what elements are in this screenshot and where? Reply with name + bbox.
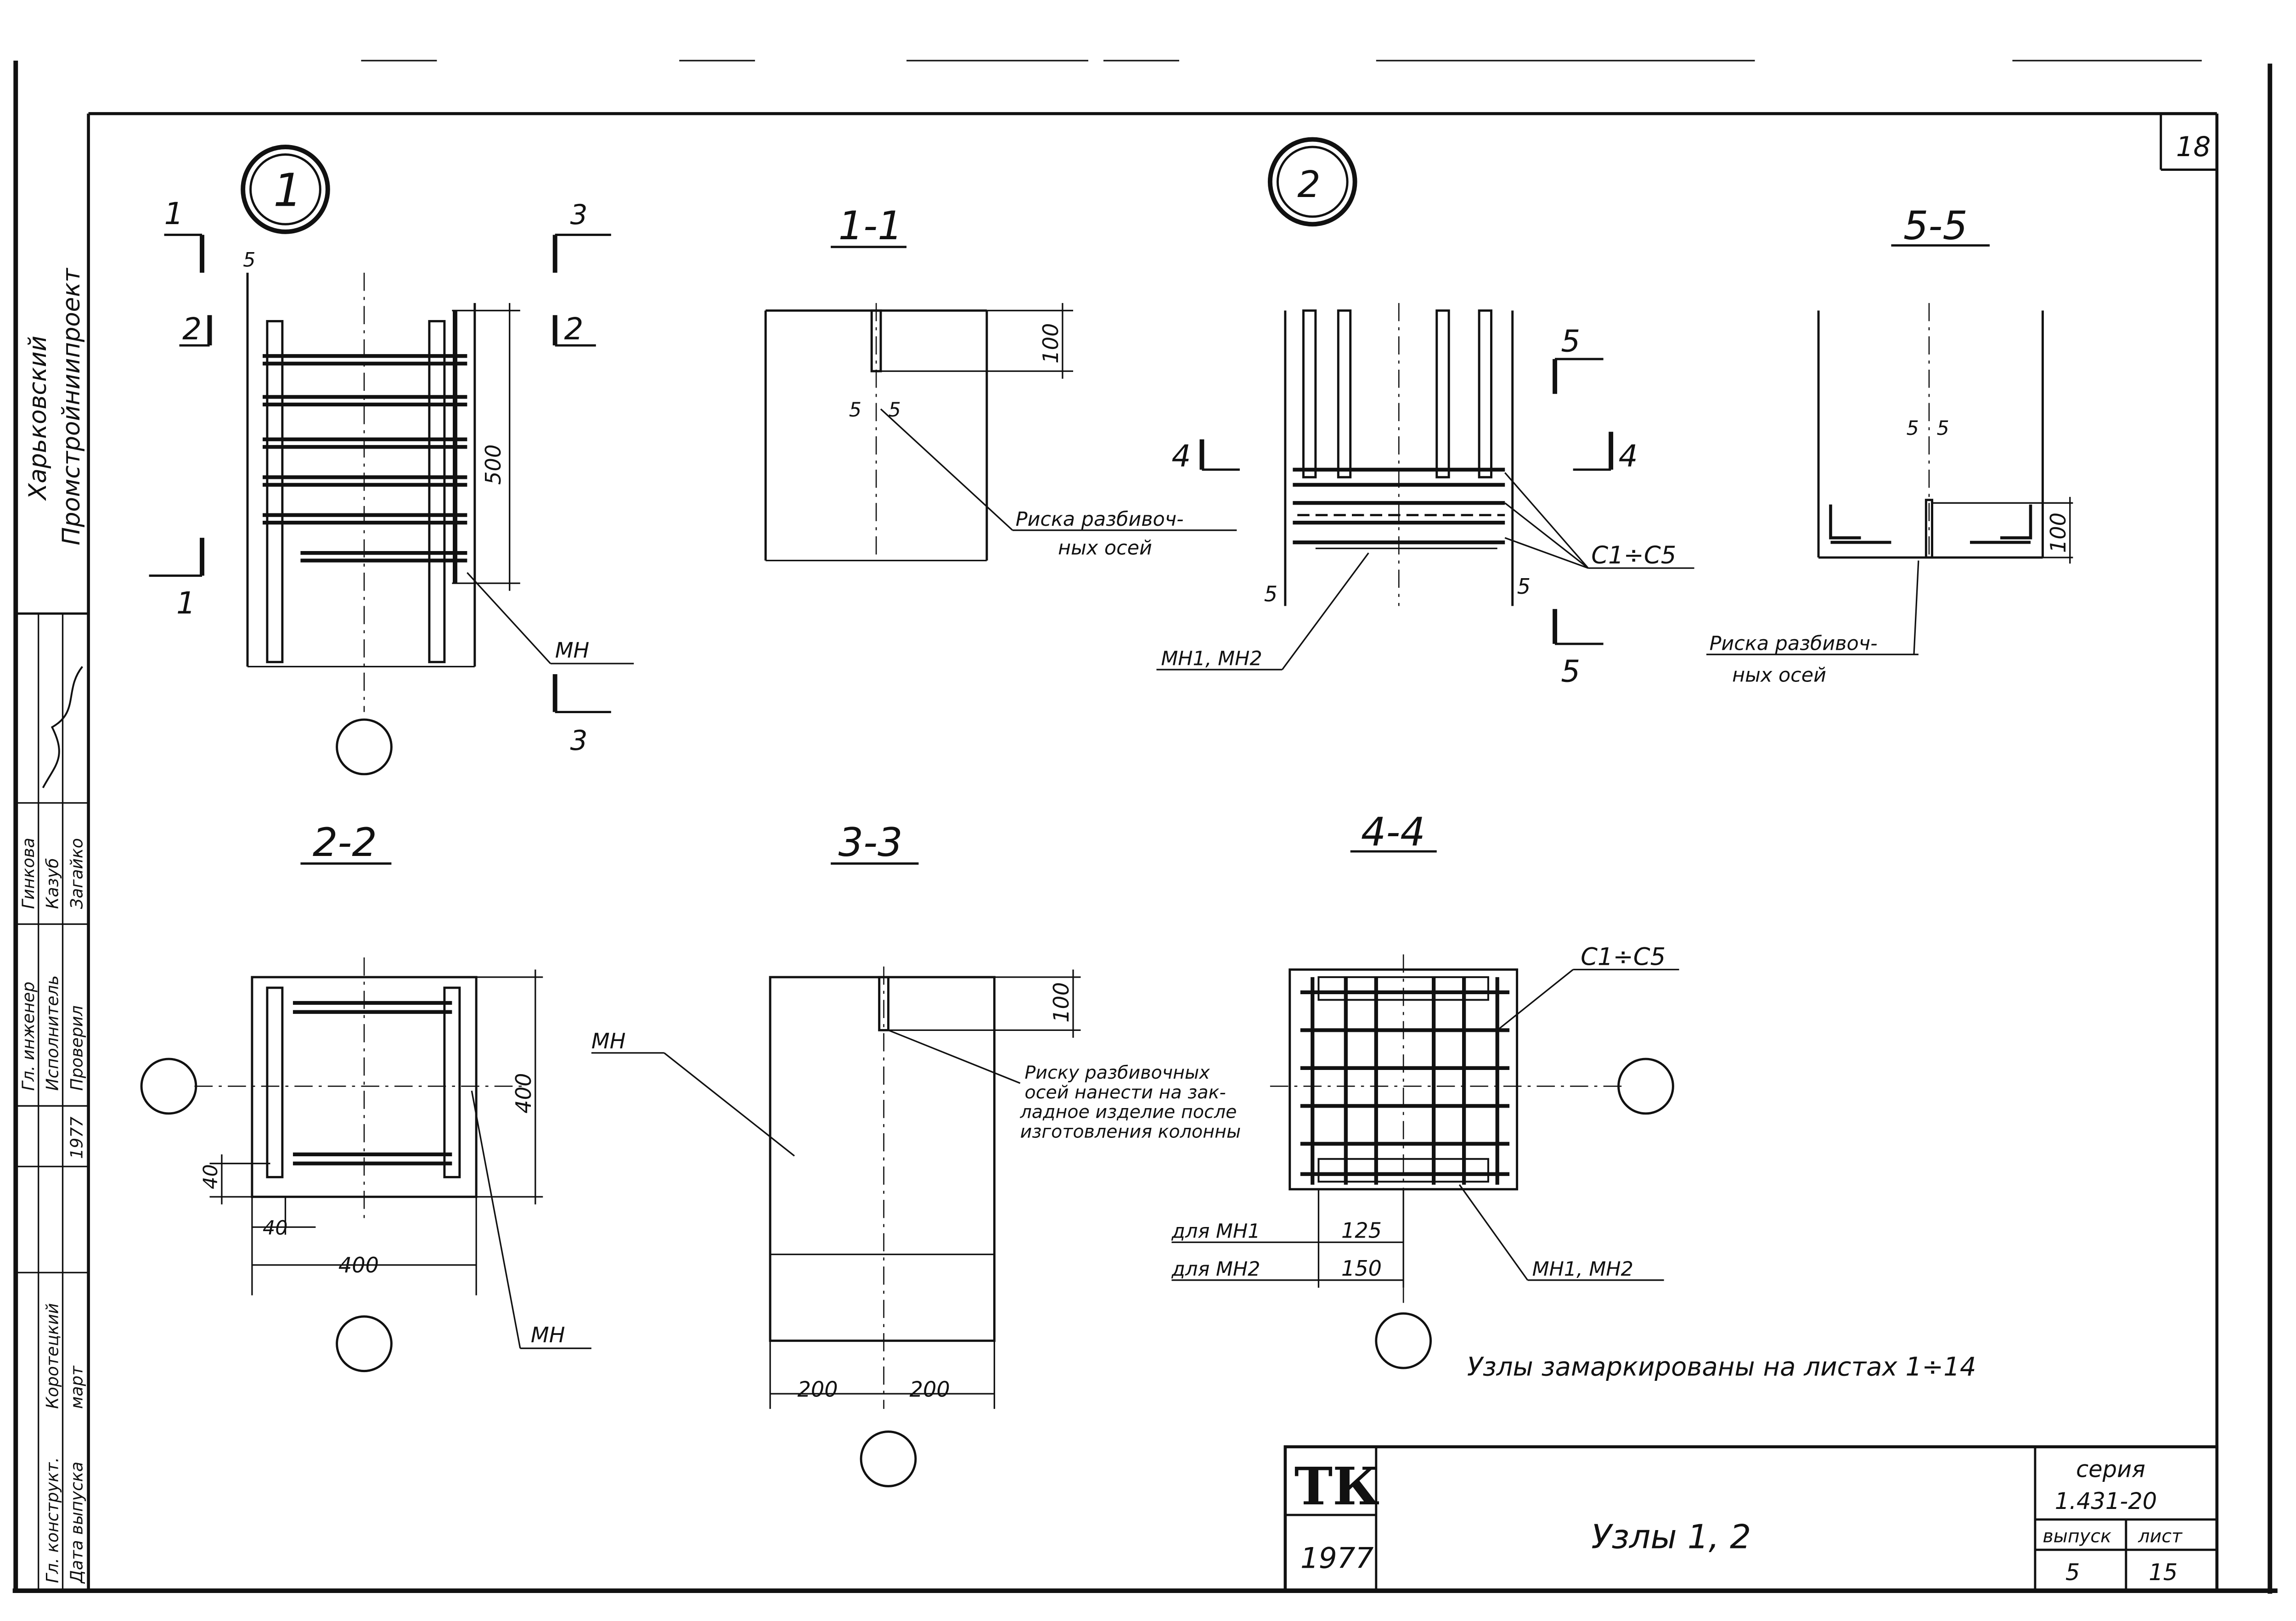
dim-500: 500	[481, 445, 506, 485]
stamp-role-date: Дата выпуска	[67, 1462, 86, 1584]
cut-1-bottom: 1	[176, 585, 196, 621]
stamp-role-chief: Гл. инженер	[18, 982, 38, 1091]
risk-axes5-label-l2: ных осей	[1732, 664, 1826, 687]
section-5-5-title: 5-5	[1903, 203, 1968, 249]
series-value: 1.431-20	[2055, 1488, 2157, 1514]
cut-3-bottom: 3	[570, 725, 588, 757]
section-3-3-title: 3-3	[838, 820, 903, 866]
issue-value: 5	[2065, 1559, 2080, 1586]
stamp-name-executor: Казуб	[43, 858, 62, 909]
dim-100-s33: 100	[1049, 982, 1074, 1023]
label-for-mn1: для МН1	[1171, 1220, 1260, 1243]
dim-100-s55: 100	[2046, 512, 2071, 553]
risk-axes5-label-l1: Риска разбивоч-	[1710, 632, 1878, 655]
risk-note-l1: Риску разбивочных	[1024, 1062, 1210, 1083]
dim-5-s55a: 5	[1906, 417, 1919, 440]
page-number: 18	[2176, 131, 2211, 163]
stamp-role-designer: Гл. конструкт.	[43, 1457, 62, 1583]
cut-3-top: 3	[570, 199, 588, 231]
cut-2-right: 2	[564, 311, 583, 347]
sheet-label: лист	[2138, 1525, 2183, 1547]
risk-note-l3: ладное изделие после	[1020, 1102, 1237, 1123]
logo-tk: ТК	[1294, 1457, 1380, 1517]
issue-label: выпуск	[2043, 1525, 2111, 1547]
node-2-view: 2 5 5 4 4 5 5	[1156, 137, 1694, 689]
page-number-box: 18	[2160, 113, 2217, 171]
sheet-title: Узлы 1, 2	[1591, 1518, 1751, 1557]
label-mn12-s44: МН1, МН2	[1532, 1258, 1633, 1281]
dim-100-s11: 100	[1038, 323, 1063, 364]
dim-5-s11a: 5	[849, 399, 861, 422]
stamp-signature	[42, 666, 83, 788]
stamp-org-line1: Харьковский	[24, 336, 52, 501]
label-for-mn2: для МН2	[1171, 1258, 1260, 1281]
cut-1-top: 1	[164, 196, 184, 231]
dim-5-node2a: 5	[1264, 582, 1277, 607]
stamp-name-checker: Загайко	[67, 838, 86, 909]
section-5-5: 5-5 100 5 5 Риска разбивоч- ных осей	[1706, 203, 2073, 687]
node-1-label: 1	[273, 164, 302, 217]
cut-4-left: 4	[1171, 439, 1191, 474]
section-2-2-title: 2-2	[313, 820, 377, 866]
label-mn-node1: МН	[555, 638, 590, 663]
section-4-4: 4-4 С1÷С5 МН1, МН2	[1171, 809, 1679, 1369]
section-1-1-title: 1-1	[838, 203, 903, 249]
risk-axes-label-l1: Риска разбивоч-	[1016, 508, 1184, 531]
label-mn-s33: МН	[591, 1029, 626, 1053]
general-note: Узлы замаркированы на листах 1÷14	[1467, 1352, 1976, 1382]
label-mn12-node2: МН1, МН2	[1161, 647, 1262, 670]
node-1-view: 1 500 5 1 1 2	[149, 145, 634, 776]
dim-200-right: 200	[910, 1377, 950, 1402]
label-c1-c5-s44: С1÷С5	[1581, 943, 1666, 971]
stamp-role-executor: Исполнитель	[43, 975, 62, 1091]
dim-5-node2b: 5	[1517, 574, 1531, 599]
sheet-value: 15	[2149, 1559, 2178, 1586]
section-2-2: 2-2 400 400 40 40 МН	[140, 820, 591, 1373]
section-4-4-title: 4-4	[1361, 809, 1425, 855]
dim-5-s55b: 5	[1936, 417, 1949, 440]
section-1-1: 1-1 100 5 5 Риска разбивоч- ных осей	[764, 203, 1237, 562]
label-c1-c5-node2: С1÷С5	[1591, 541, 1676, 569]
stamp-year: 1977	[67, 1116, 86, 1159]
stamp-org-line2: Промстройниипроект	[57, 268, 85, 546]
dim-400-vertical: 400	[511, 1073, 536, 1114]
section-3-3: 3-3 100 200 200 МН Риску разбивочных осе…	[591, 820, 1241, 1487]
label-mn-s22: МН	[531, 1323, 565, 1347]
title-block: ТК 1977 Узлы 1, 2 серия 1.431-20 выпуск …	[1283, 1445, 2219, 1593]
side-stamp: Харьковский Промстройниипроект Гл. инжен…	[16, 268, 89, 1591]
stamp-name-chief: Гинкова	[18, 838, 38, 909]
dim-400-horizontal: 400	[338, 1253, 379, 1278]
node-2-label: 2	[1297, 163, 1320, 206]
dim-200-left: 200	[798, 1377, 838, 1402]
dim-125: 125	[1341, 1218, 1382, 1243]
stamp-role-checker: Проверил	[67, 1005, 86, 1091]
title-block-year: 1977	[1300, 1542, 1374, 1575]
dim-40-vertical: 40	[199, 1164, 222, 1189]
stamp-name-date: март	[67, 1366, 86, 1409]
cut-5-bottom: 5	[1561, 654, 1580, 689]
dim-150: 150	[1341, 1256, 1382, 1281]
risk-note-l2: осей нанести на зак-	[1024, 1082, 1226, 1103]
stamp-name-designer: Коротецкий	[43, 1303, 62, 1409]
dim-5-node1: 5	[243, 249, 255, 272]
risk-axes-label-l2: ных осей	[1058, 536, 1152, 559]
cut-2-left: 2	[182, 311, 202, 347]
cut-4-right: 4	[1619, 439, 1638, 474]
dim-40-horizontal: 40	[263, 1217, 288, 1240]
risk-note-l4: изготовления колонны	[1020, 1121, 1241, 1143]
cut-5-top: 5	[1561, 323, 1580, 359]
series-label: серия	[2076, 1456, 2145, 1483]
